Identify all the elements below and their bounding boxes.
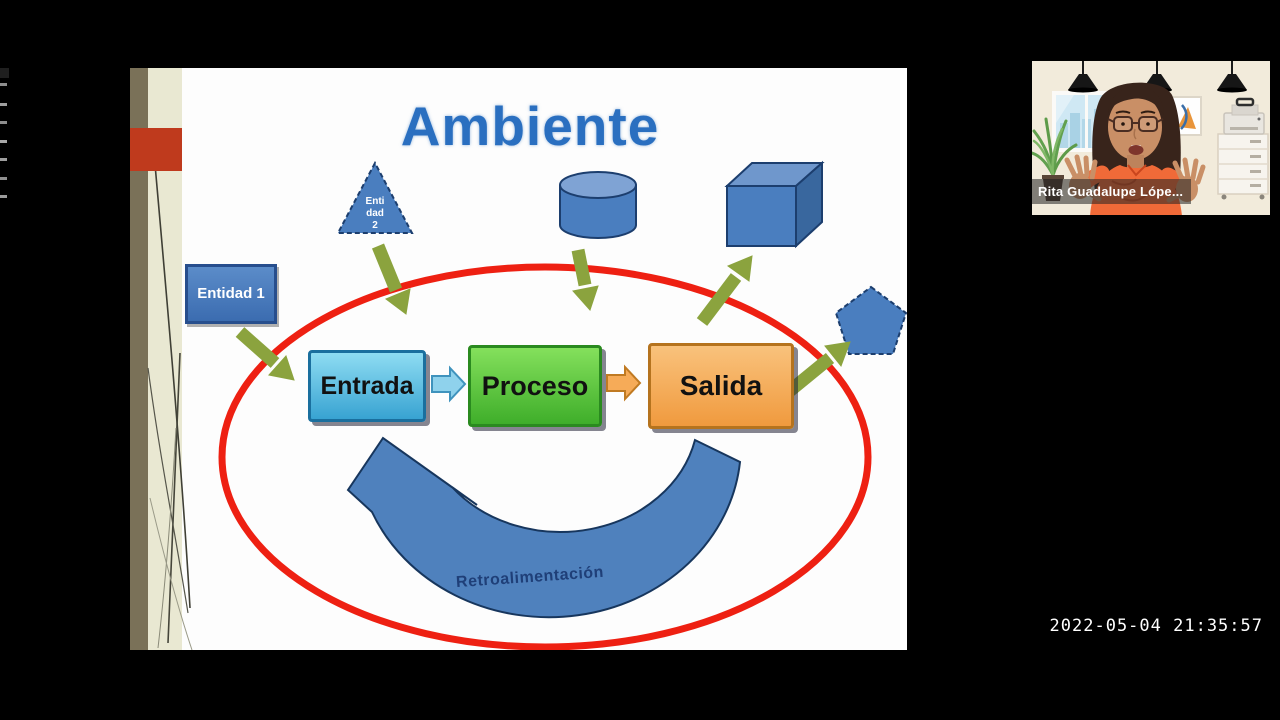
arrow-entrada-to-proceso [431,365,467,403]
arrow-proceso-to-salida [606,364,642,402]
entrada-label: Entrada [320,371,414,400]
slide-title: Ambiente [400,95,660,157]
entity2-label-line2: dad [366,208,384,219]
entrada-box: Entrada [308,350,426,422]
output-arrow-cube [696,255,753,326]
presentation-slide: Ambiente Enti dad 2 [130,68,907,650]
output-arrow-pentagon [781,341,851,400]
input-arrow-entity2 [371,243,411,315]
feedback-arrow: Retroalimentación [346,436,742,619]
input-arrow-entity1 [235,327,295,381]
video-artifact-dash [0,83,7,86]
entity2-label-line1: Enti [366,196,385,207]
proceso-box: Proceso [468,345,602,427]
slide-side-stripe-olive [130,68,148,650]
video-artifact-dash [0,158,7,161]
participant-name: Rita Guadalupe Lópe... [1038,184,1184,199]
background-cabinet [1217,133,1269,200]
entity2-label-line3: 2 [372,220,378,231]
video-artifact-dash [0,140,7,143]
slide-accent-rectangle [130,128,182,171]
entity2-triangle: Enti dad 2 [336,160,414,234]
video-artifact-dash [0,68,9,78]
salida-label: Salida [679,370,763,401]
system-boundary-ellipse [218,263,872,650]
participant-video-tile[interactable]: Rita Guadalupe Lópe... [1032,61,1270,215]
entity-cylinder [559,171,637,239]
participant-name-badge: Rita Guadalupe Lópe... [1032,179,1192,204]
proceso-label: Proceso [481,370,589,401]
entity-cube [724,160,825,249]
slide-decorative-grass-lines [147,152,193,650]
background-printer [1223,97,1265,135]
pendant-lamp-icon [1217,61,1247,93]
entity1-label: Entidad 1 [197,285,265,303]
input-arrow-cylinder [571,248,599,311]
pendant-lamp-icon [1068,61,1098,93]
entity1-box: Entidad 1 [185,264,277,324]
recording-timestamp: 2022-05-04 21:35:57 [1049,616,1263,636]
entity-pentagon [834,285,907,355]
video-artifact-dash [0,177,7,180]
video-artifact-dash [0,195,7,198]
salida-box: Salida [648,343,794,429]
video-artifact-dash [0,103,7,106]
video-artifact-dash [0,121,7,124]
